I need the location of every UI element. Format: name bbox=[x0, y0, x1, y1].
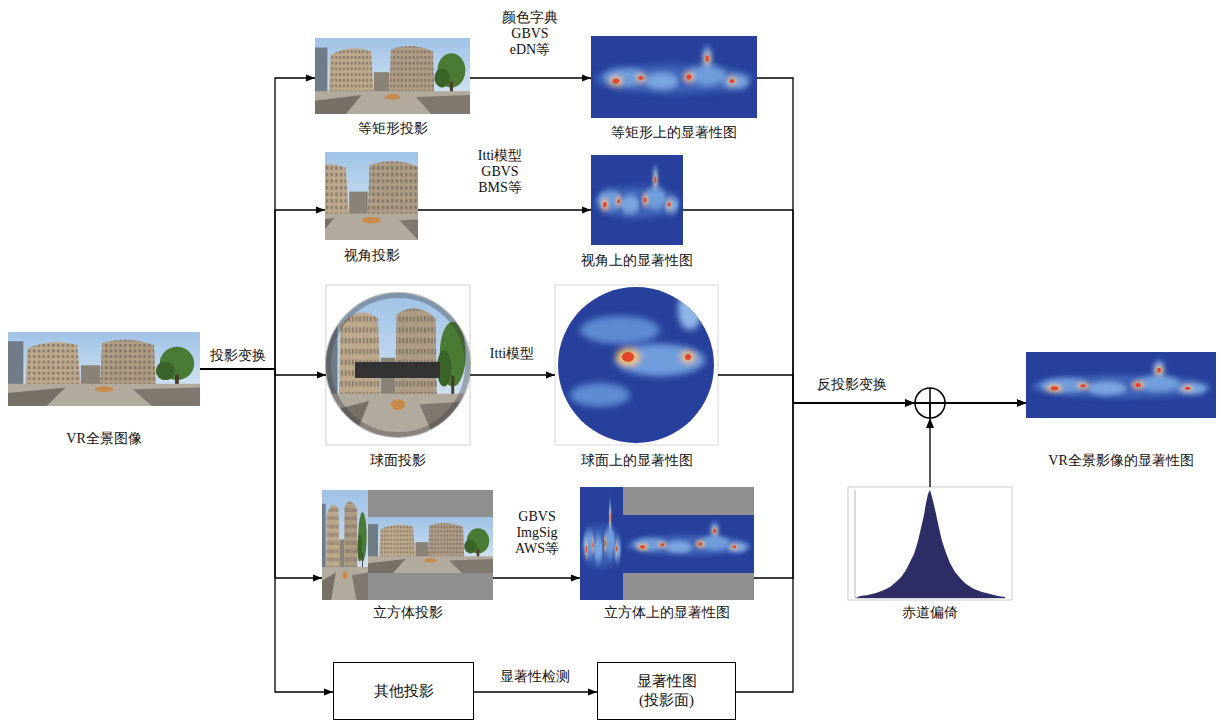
connector-arrow bbox=[754, 403, 1026, 578]
connector-arrow bbox=[200, 369, 333, 692]
equirect-photo bbox=[315, 38, 470, 114]
connector-arrow bbox=[200, 369, 326, 375]
cube-saliency bbox=[580, 487, 754, 600]
edge-label: 投影变换 bbox=[208, 348, 268, 364]
connector-arrow bbox=[930, 403, 1026, 487]
edge-label: Itti模型 bbox=[488, 346, 536, 362]
node-caption: 立方体投影 bbox=[373, 604, 443, 622]
edge-label: GBVS ImgSig AWS等 bbox=[513, 509, 561, 557]
final-saliency bbox=[1026, 352, 1216, 418]
image-panel: VR全景图像 bbox=[8, 332, 200, 406]
cube-photo bbox=[322, 490, 493, 600]
node-caption: 视角投影 bbox=[344, 247, 400, 265]
box-label: 显著性图 (投影面) bbox=[637, 672, 697, 710]
connector-arrow bbox=[470, 77, 591, 78]
node-caption: 等矩形投影 bbox=[358, 120, 428, 138]
connector-arrow bbox=[474, 691, 597, 692]
panorama-photo bbox=[8, 332, 200, 406]
connector-arrow bbox=[757, 78, 1026, 403]
sphere-saliency bbox=[555, 285, 718, 445]
perspective-photo bbox=[279, 152, 465, 240]
image-panel: 等矩形投影 bbox=[315, 38, 470, 114]
connector-arrow bbox=[683, 210, 1026, 403]
node-caption: 赤道偏倚 bbox=[902, 604, 958, 622]
node-caption: 视角上的显著性图 bbox=[581, 252, 693, 270]
equirect-saliency bbox=[591, 36, 757, 118]
edge-label: Itti模型 GBVS BMS等 bbox=[476, 148, 524, 196]
connector-arrow bbox=[200, 78, 315, 369]
process-box: 显著性图 (投影面) bbox=[597, 662, 736, 720]
image-panel: VR全景影像的显著性图 bbox=[1026, 352, 1216, 418]
image-panel: 球面投影 bbox=[326, 285, 470, 445]
image-panel: 球面上的显著性图 bbox=[555, 285, 718, 445]
node-caption: 立方体上的显著性图 bbox=[604, 604, 730, 622]
perspective-saliency bbox=[591, 155, 683, 245]
bias-histogram bbox=[848, 487, 1012, 600]
connector-arrow bbox=[200, 369, 322, 578]
connector-arrow bbox=[200, 210, 325, 369]
image-panel: 立方体投影 bbox=[322, 490, 493, 600]
node-caption: VR全景影像的显著性图 bbox=[1048, 452, 1193, 470]
node-caption: 球面上的显著性图 bbox=[581, 452, 693, 470]
connector-arrow bbox=[718, 375, 1026, 403]
sum-symbol bbox=[905, 388, 945, 428]
node-caption: 球面投影 bbox=[370, 452, 426, 470]
connector-arrow bbox=[418, 209, 591, 210]
image-panel: 赤道偏倚 bbox=[848, 487, 1012, 600]
image-panel: 视角投影 bbox=[325, 152, 418, 240]
node-caption: 等矩形上的显著性图 bbox=[611, 124, 737, 142]
image-panel: 视角上的显著性图 bbox=[591, 155, 683, 245]
connector-arrow bbox=[736, 403, 1026, 692]
process-box: 其他投影 bbox=[333, 662, 474, 720]
node-caption: VR全景图像 bbox=[66, 430, 141, 448]
edge-label: 颜色字典 GBVS eDN等 bbox=[500, 10, 560, 58]
image-panel: 等矩形上的显著性图 bbox=[591, 36, 757, 118]
connector-arrow bbox=[493, 577, 580, 578]
box-label: 其他投影 bbox=[374, 682, 434, 701]
edge-label: 显著性检测 bbox=[498, 669, 572, 685]
connector-arrow bbox=[470, 374, 555, 375]
edge-label: 反投影变换 bbox=[815, 377, 889, 393]
sphere-photo bbox=[326, 285, 470, 445]
image-panel: 立方体上的显著性图 bbox=[580, 487, 754, 600]
